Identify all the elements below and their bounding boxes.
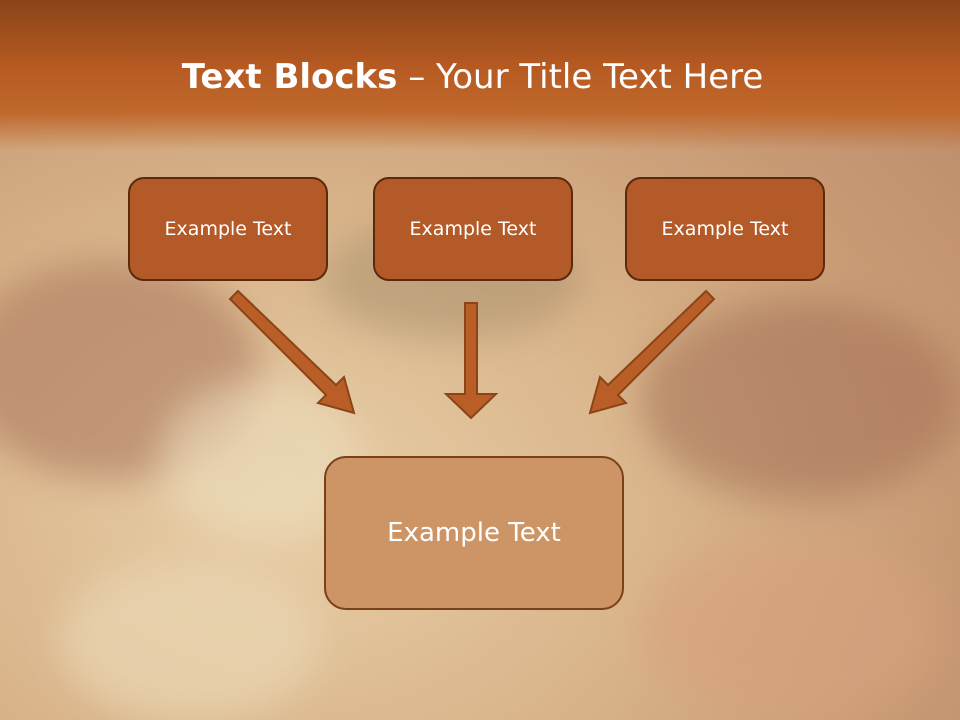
- title-bold: Text Blocks: [181, 57, 398, 97]
- text-block-left-label: Example Text: [164, 218, 292, 240]
- text-block-left[interactable]: Example Text: [128, 177, 328, 281]
- text-block-middle-label: Example Text: [409, 218, 537, 240]
- text-block-middle[interactable]: Example Text: [373, 177, 573, 281]
- text-block-right[interactable]: Example Text: [625, 177, 825, 281]
- arrow-left: [228, 289, 356, 415]
- text-block-target-label: Example Text: [387, 518, 561, 548]
- background-photo-blob: [640, 540, 940, 720]
- slide-title[interactable]: Text Blocks – Your Title Text Here: [0, 55, 945, 99]
- text-block-right-label: Example Text: [661, 218, 789, 240]
- arrow-middle: [443, 302, 499, 420]
- background-photo-blob: [60, 560, 320, 720]
- title-bar: [0, 0, 960, 150]
- text-block-target[interactable]: Example Text: [324, 456, 624, 610]
- title-rest: – Your Title Text Here: [397, 57, 764, 97]
- background-photo-blob: [640, 300, 960, 500]
- arrow-right: [588, 289, 716, 415]
